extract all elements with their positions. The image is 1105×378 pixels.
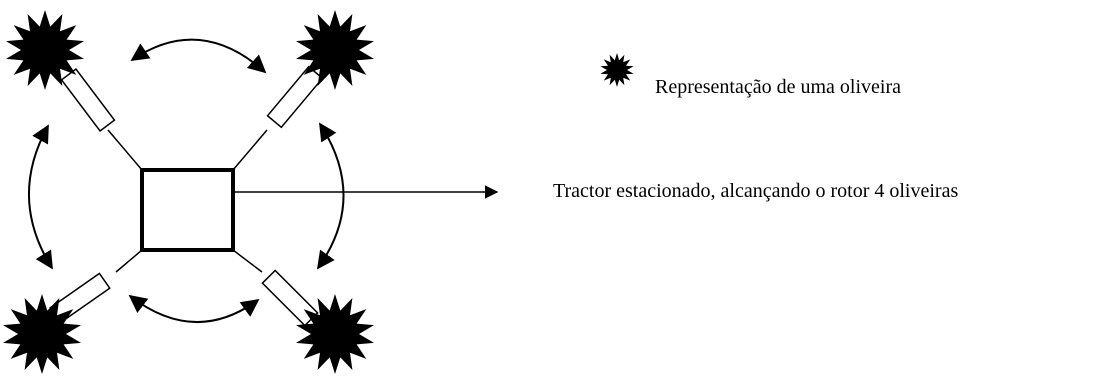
rotor-arm-top-left (60, 67, 116, 133)
connector-line-bottom-left (115, 249, 143, 273)
rotor-arm-top-right (266, 65, 324, 129)
olive-tree-bottom-right (296, 294, 374, 374)
olive-tree-bottom-left (3, 294, 81, 374)
connector-line-bottom-right (232, 249, 263, 273)
legend-label: Representação de uma oliveira (655, 76, 901, 98)
rotation-arrow-left (27, 124, 53, 270)
tractor-body (140, 168, 235, 252)
rotation-arrow-right (316, 122, 345, 270)
rotation-arrow-bottom (128, 294, 260, 324)
olive-tree-top-left (6, 10, 84, 90)
connector-line-top-right (232, 129, 268, 171)
legend-olive-tree-icon (600, 53, 634, 87)
olive-tree-top-right (296, 10, 374, 90)
tractor-annotation-label: Tractor estacionado, alcançando o rotor … (553, 180, 959, 202)
connector-line-top-left (107, 129, 143, 171)
rotation-arrow-top (130, 38, 267, 74)
